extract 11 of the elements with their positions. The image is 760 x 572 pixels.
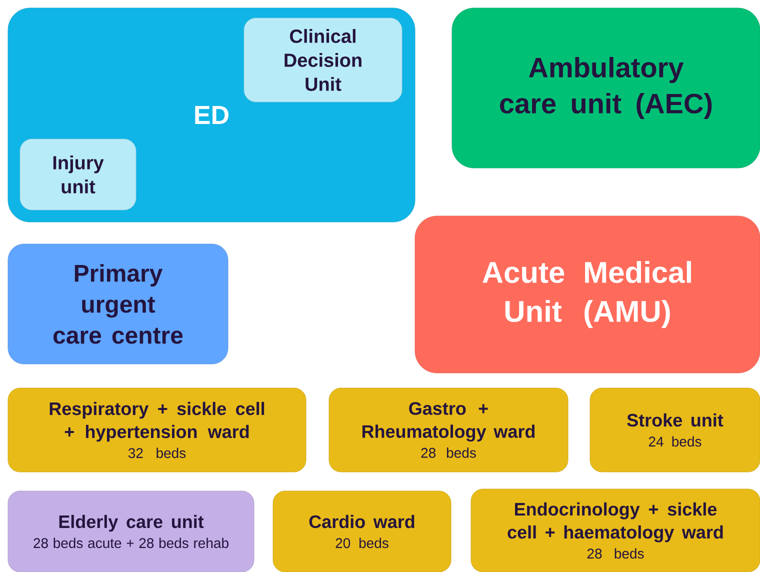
unit-box: Acute Medical Unit (AMU) — [414, 216, 760, 374]
unit-box: Ambulatory care unit (AEC) — [452, 8, 760, 168]
unit-box: Primary urgent care centre — [8, 244, 228, 364]
ward-box: Stroke unit 24 beds — [590, 388, 760, 472]
unit-box: Injury unit — [20, 138, 136, 210]
ward-box: Gastro + Rheumatology ward 28 beds — [328, 388, 568, 472]
ward-box: Cardio ward 20 beds — [272, 490, 452, 572]
unit-box: Clinical Decision Unit — [244, 18, 402, 102]
ward-box: Endocrinology + sickle cell + haematology ward 28 beds — [470, 488, 760, 572]
ward-box: Elderly care unit 28 beds acute + 28 beds rehab — [8, 490, 254, 572]
ward-box: Respiratory + sickle cell + hypertension ward 32 beds — [8, 388, 306, 472]
